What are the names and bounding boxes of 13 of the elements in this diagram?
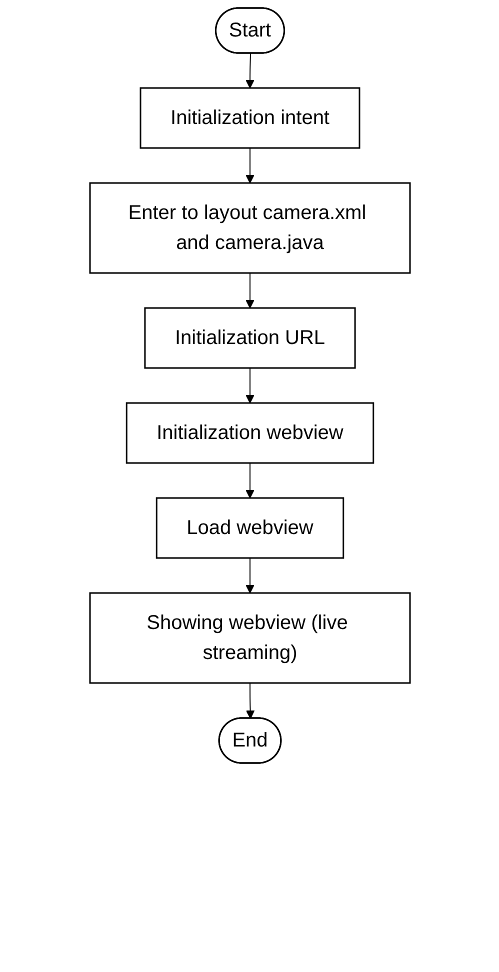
arrow: [245, 682, 254, 719]
arrow: [245, 462, 254, 498]
node-box: Load webview: [155, 497, 344, 559]
node-box: Initialization intent: [139, 87, 360, 149]
node-box: Enter to layout camera.xml and camera.java: [88, 182, 410, 274]
arrow: [245, 272, 254, 308]
node-box: Initialization URL: [144, 307, 356, 369]
arrow: [245, 558, 254, 594]
arrow: [245, 148, 254, 184]
node-box: Initialization webview: [125, 402, 374, 464]
node-box: Showing webview (live streaming): [88, 592, 410, 684]
arrow: [245, 368, 254, 404]
arrow: [245, 53, 254, 88]
